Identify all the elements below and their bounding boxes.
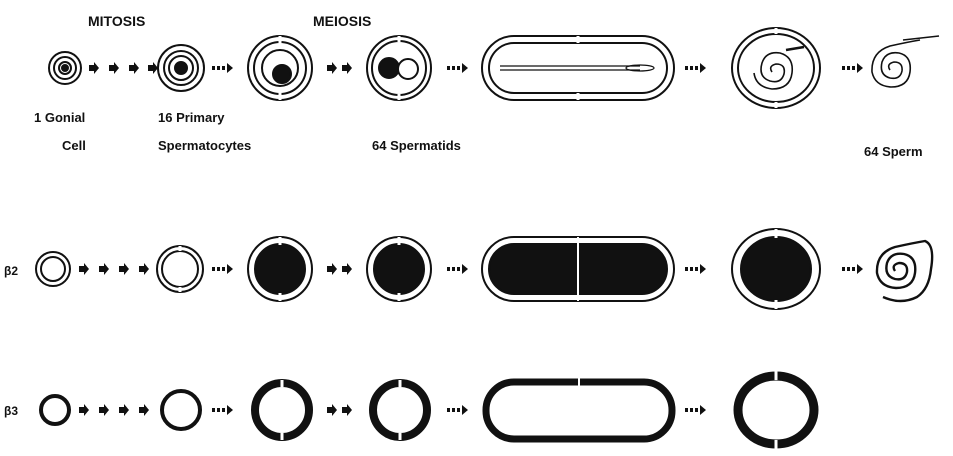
beta3-elongated-cyst: [486, 378, 672, 439]
sperm-label: 64 Sperm: [864, 144, 923, 159]
coiling-cyst: [732, 28, 820, 108]
beta2-meiotic-cell: [367, 237, 431, 301]
mitosis-arrow-row3-3: [119, 404, 129, 416]
mitosis-arrow-row2-1: [79, 263, 89, 275]
beta2-primary-spermatocyte: [157, 246, 203, 292]
primary-spermatocytes-label-1: 16 Primary: [158, 110, 225, 125]
row-nuclear: [49, 28, 939, 108]
meiotic-cell: [367, 36, 431, 100]
beta3-row-label: β3: [4, 404, 18, 418]
spermatids-label: 64 Spermatids: [372, 138, 461, 153]
mitosis-arrow-row3-2: [99, 404, 109, 416]
beta2-gonial-cell: [36, 252, 70, 286]
differentiation-arrow-row2-1: [212, 264, 233, 274]
mitosis-arrow-row2-2: [99, 263, 109, 275]
mitosis-arrow-row2-4: [139, 263, 149, 275]
mitosis-arrow-row1-2: [109, 62, 119, 74]
differentiation-arrow-row2-3: [685, 264, 706, 274]
meiosis-arrow-row3-1: [327, 404, 337, 416]
differentiation-arrow-row1-1: [212, 63, 233, 73]
gonial-cell-label-1: 1 Gonial: [34, 110, 85, 125]
beta3-meiotic-cell: [373, 380, 427, 440]
sperm-bundle: [872, 36, 939, 87]
mitosis-arrow-row1-1: [89, 62, 99, 74]
differentiation-arrow-row1-3: [685, 63, 706, 73]
differentiation-arrow-row1-4: [842, 63, 863, 73]
primary-spermatocytes-label-2: Spermatocytes: [158, 138, 251, 153]
beta2-growing-spermatocyte: [248, 237, 312, 301]
meiosis-arrow-row1-1: [327, 62, 337, 74]
mitosis-arrow-row3-1: [79, 404, 89, 416]
mitosis-arrow-row3-4: [139, 404, 149, 416]
mitosis-label: MITOSIS: [88, 13, 145, 29]
differentiation-arrow-row2-2: [447, 264, 468, 274]
meiosis-arrow-row3-2: [342, 404, 352, 416]
row-beta2: [36, 229, 932, 309]
growing-spermatocyte: [248, 36, 312, 100]
differentiation-arrow-row3-3: [685, 405, 706, 415]
row-beta3: [41, 371, 814, 449]
mitosis-arrow-row1-3: [129, 62, 139, 74]
beta3-primary-spermatocyte: [162, 391, 200, 429]
differentiation-arrow-row3-2: [447, 405, 468, 415]
differentiation-arrow-row2-4: [842, 264, 863, 274]
differentiation-arrow-row1-2: [447, 63, 468, 73]
meiosis-arrow-row1-2: [342, 62, 352, 74]
beta2-row-label: β2: [4, 264, 18, 278]
beta2-elongated-cyst: [482, 237, 674, 301]
beta3-growing-spermatocyte: [255, 380, 309, 440]
meiosis-arrow-row2-2: [342, 263, 352, 275]
beta2-coiling-cyst: [732, 229, 820, 309]
differentiation-arrow-row3-1: [212, 405, 233, 415]
beta3-gonial-cell: [41, 396, 69, 424]
gonial-cell: [49, 52, 81, 84]
beta2-sperm-bundle: [877, 241, 932, 301]
mitosis-arrow-row2-3: [119, 263, 129, 275]
meiosis-arrow-row2-1: [327, 263, 337, 275]
gonial-cell-label-2: Cell: [62, 138, 86, 153]
meiosis-label: MEIOSIS: [313, 13, 371, 29]
elongated-spermatid-cyst: [482, 36, 674, 100]
beta3-coiling-cyst: [738, 371, 814, 449]
primary-spermatocyte: [158, 45, 204, 91]
mitosis-arrow-row1-4: [148, 62, 158, 74]
